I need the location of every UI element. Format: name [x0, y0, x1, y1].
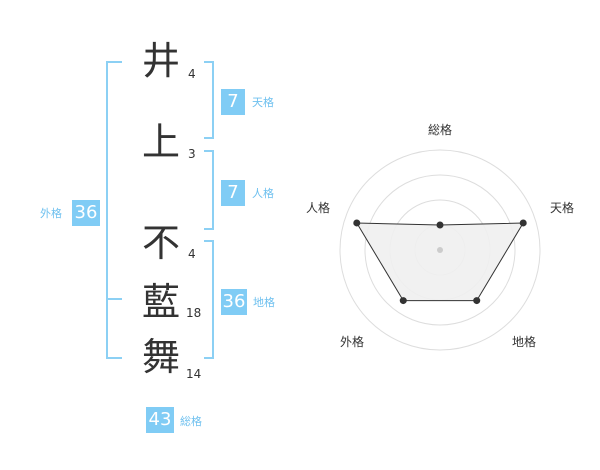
radar-chart — [330, 140, 550, 360]
name-char-5: 舞 — [142, 335, 181, 379]
gaikaku-box: 36 — [72, 200, 100, 226]
tenkaku-box: 7 — [221, 89, 245, 115]
jinkaku-label: 人格 — [252, 187, 274, 200]
soukaku-label: 総格 — [180, 415, 202, 428]
name-char-2: 上 — [142, 120, 181, 164]
radar-label-jinkaku: 人格 — [306, 201, 331, 215]
radar-point-1 — [436, 221, 444, 229]
radar-center-dot — [437, 247, 443, 253]
stroke-count-1: 4 — [188, 67, 196, 81]
radar-label-tenkaku: 天格 — [550, 201, 575, 215]
chikaku-label: 地格 — [253, 296, 275, 309]
radar-point-4 — [399, 297, 407, 305]
radar-point-3 — [473, 297, 481, 305]
radar-point-2 — [519, 219, 527, 227]
radar-ring — [364, 174, 516, 326]
name-char-1: 井 — [142, 39, 181, 83]
stroke-count-3: 4 — [188, 247, 196, 261]
chikaku-box: 36 — [221, 289, 247, 315]
radar-polygon — [355, 222, 525, 302]
soukaku-box: 43 — [146, 407, 174, 433]
radar-point-5 — [353, 219, 361, 227]
radar-label-gaikaku: 外格 — [340, 335, 365, 349]
stroke-count-2: 3 — [188, 147, 196, 161]
gaikaku-label: 外格 — [40, 207, 62, 220]
name-char-4: 藍 — [142, 280, 181, 324]
stroke-count-5: 14 — [186, 367, 202, 381]
jinkaku-box: 7 — [221, 180, 245, 206]
tenkaku-label: 天格 — [252, 96, 274, 109]
radar-label-chikaku: 地格 — [512, 335, 537, 349]
radar-label-soukaku: 総格 — [428, 123, 453, 137]
radar-ring — [339, 149, 541, 351]
stroke-count-4: 18 — [186, 306, 202, 320]
name-char-3: 不 — [142, 221, 181, 265]
